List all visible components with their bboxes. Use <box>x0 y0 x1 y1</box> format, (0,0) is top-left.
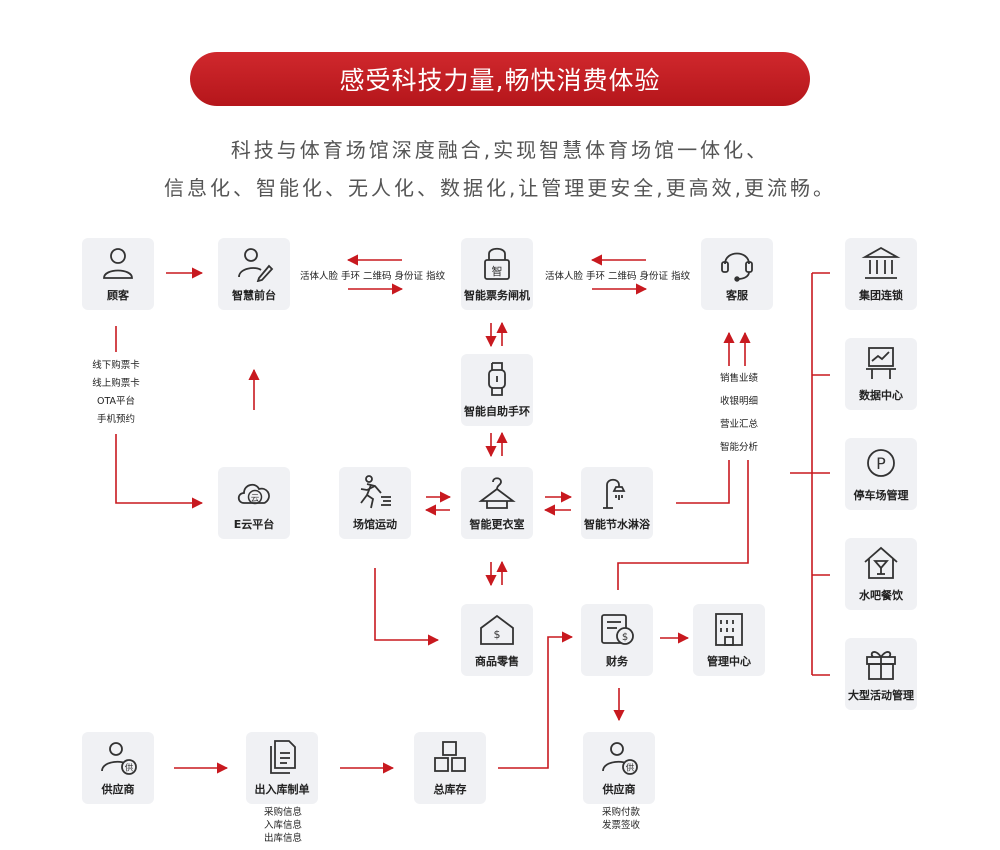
node-label: 顾客 <box>107 289 129 302</box>
running-icon <box>360 475 391 509</box>
person-edit-icon <box>238 248 274 282</box>
supplier-icon-char: 供 <box>626 763 635 774</box>
parking-icon: P <box>867 449 895 477</box>
boxes-icon <box>434 741 466 772</box>
node-label: 集团连锁 <box>859 289 903 302</box>
hanger-icon <box>478 477 516 509</box>
payment-info-item: 采购付款 <box>601 807 640 818</box>
node-front-desk: 智慧前台 <box>218 238 290 310</box>
node-label: 财务 <box>606 655 628 668</box>
report-item: 销售业绩 <box>719 373 758 384</box>
finance-icon-char: $ <box>622 632 628 643</box>
node-label: 智慧前台 <box>232 289 276 302</box>
stock-info-item: 采购信息 <box>263 807 302 818</box>
node-locker: 智能更衣室 <box>461 467 533 539</box>
cloud-icon-char: 云 <box>251 494 260 504</box>
store-icon-char: $ <box>494 628 501 641</box>
node-label: 智能节水淋浴 <box>584 518 650 531</box>
node-service: 客服 <box>701 238 773 310</box>
headset-icon <box>721 252 753 282</box>
cocktail-house-icon <box>864 546 898 579</box>
supplier-icon: 供 <box>602 742 638 775</box>
wristband-icon <box>488 362 506 396</box>
subtitle-line-1: 科技与体育场馆深度融合,实现智慧体育场馆一体化、 <box>230 138 770 162</box>
node-label: 管理中心 <box>707 655 751 668</box>
node-venue-sport: 场馆运动 <box>339 467 411 539</box>
node-label: 供应商 <box>602 783 636 796</box>
node-label: 智能更衣室 <box>469 518 525 531</box>
monitor-chart-icon <box>866 347 896 379</box>
stock-info-list: 采购信息 入库信息 出库信息 <box>244 806 322 845</box>
node-label: 总库存 <box>433 783 467 796</box>
person-icon <box>103 248 133 279</box>
node-label: 智能票务闸机 <box>464 289 530 302</box>
payment-info-item: 发票签收 <box>601 820 640 831</box>
stock-info-item: 出库信息 <box>263 833 302 844</box>
node-finance: $ 财务 <box>581 604 653 676</box>
finance-icon: $ <box>601 614 634 645</box>
channel-item: 线上购票卡 <box>92 378 140 389</box>
supplier-icon-char: 供 <box>125 763 134 774</box>
report-item: 收银明细 <box>719 396 758 407</box>
channel-item: 线下购票卡 <box>92 360 140 371</box>
node-retail: $ 商品零售 <box>461 604 533 676</box>
channel-item: OTA平台 <box>96 396 136 407</box>
building-icon <box>715 613 743 646</box>
node-label: E云平台 <box>233 518 275 531</box>
channel-item: 手机预约 <box>96 414 135 425</box>
node-ecloud: 云 E云平台 <box>218 467 290 539</box>
report-item: 智能分析 <box>719 442 758 453</box>
gate-icon-char: 智 <box>492 264 503 278</box>
node-label: 停车场管理 <box>853 489 909 502</box>
node-supplier-right: 供 供应商 <box>583 732 655 804</box>
node-wristband: 智能自助手环 <box>461 354 533 426</box>
auth-methods-left: 活体人脸 手环 二维码 身份证 指纹 <box>300 271 446 282</box>
node-label: 场馆运动 <box>353 518 397 531</box>
node-customer: 顾客 <box>82 238 154 310</box>
documents-icon <box>270 740 296 774</box>
node-stock-doc: 出入库制单 <box>246 732 318 804</box>
node-label: 客服 <box>726 289 748 302</box>
title-banner: 感受科技力量,畅快消费体验 <box>190 52 810 106</box>
node-parking: P 停车场管理 <box>845 438 917 510</box>
node-warehouse: 总库存 <box>414 732 486 804</box>
node-event-mgmt: 大型活动管理 <box>845 638 917 710</box>
node-label: 大型活动管理 <box>848 689 914 702</box>
node-group-chain: 集团连锁 <box>845 238 917 310</box>
institution-icon <box>861 246 901 279</box>
node-bar-food: 水吧餐饮 <box>845 538 917 610</box>
auth-methods-right: 活体人脸 手环 二维码 身份证 指纹 <box>545 271 691 282</box>
node-label: 水吧餐饮 <box>859 589 903 602</box>
node-shower: 智能节水淋浴 <box>581 467 653 539</box>
node-label: 数据中心 <box>859 389 903 402</box>
payment-info-list: 采购付款 发票签收 <box>582 806 660 832</box>
node-supplier-left: 供 供应商 <box>82 732 154 804</box>
cloud-icon: 云 <box>237 483 270 505</box>
parking-icon-char: P <box>876 454 886 473</box>
reports-list: 销售业绩 收银明细 营业汇总 智能分析 <box>700 372 778 455</box>
node-mgmt-center: 管理中心 <box>693 604 765 676</box>
node-label: 智能自助手环 <box>464 405 530 418</box>
store-icon: $ <box>480 614 514 645</box>
supplier-icon: 供 <box>101 742 137 775</box>
subtitle-line-2: 信息化、智能化、无人化、数据化,让管理更安全,更高效,更流畅。 <box>163 176 837 200</box>
node-label: 出入库制单 <box>254 783 310 796</box>
stock-info-item: 入库信息 <box>263 820 302 831</box>
node-gate: 智 智能票务闸机 <box>461 238 533 310</box>
node-label: 供应商 <box>101 783 135 796</box>
gift-icon <box>866 651 896 680</box>
node-data-center: 数据中心 <box>845 338 917 410</box>
lock-icon: 智 <box>484 247 510 280</box>
report-item: 营业汇总 <box>719 419 758 430</box>
channels-list: 线下购票卡 线上购票卡 OTA平台 手机预约 <box>76 359 156 427</box>
shower-icon <box>603 478 626 509</box>
node-label: 商品零售 <box>475 655 519 668</box>
